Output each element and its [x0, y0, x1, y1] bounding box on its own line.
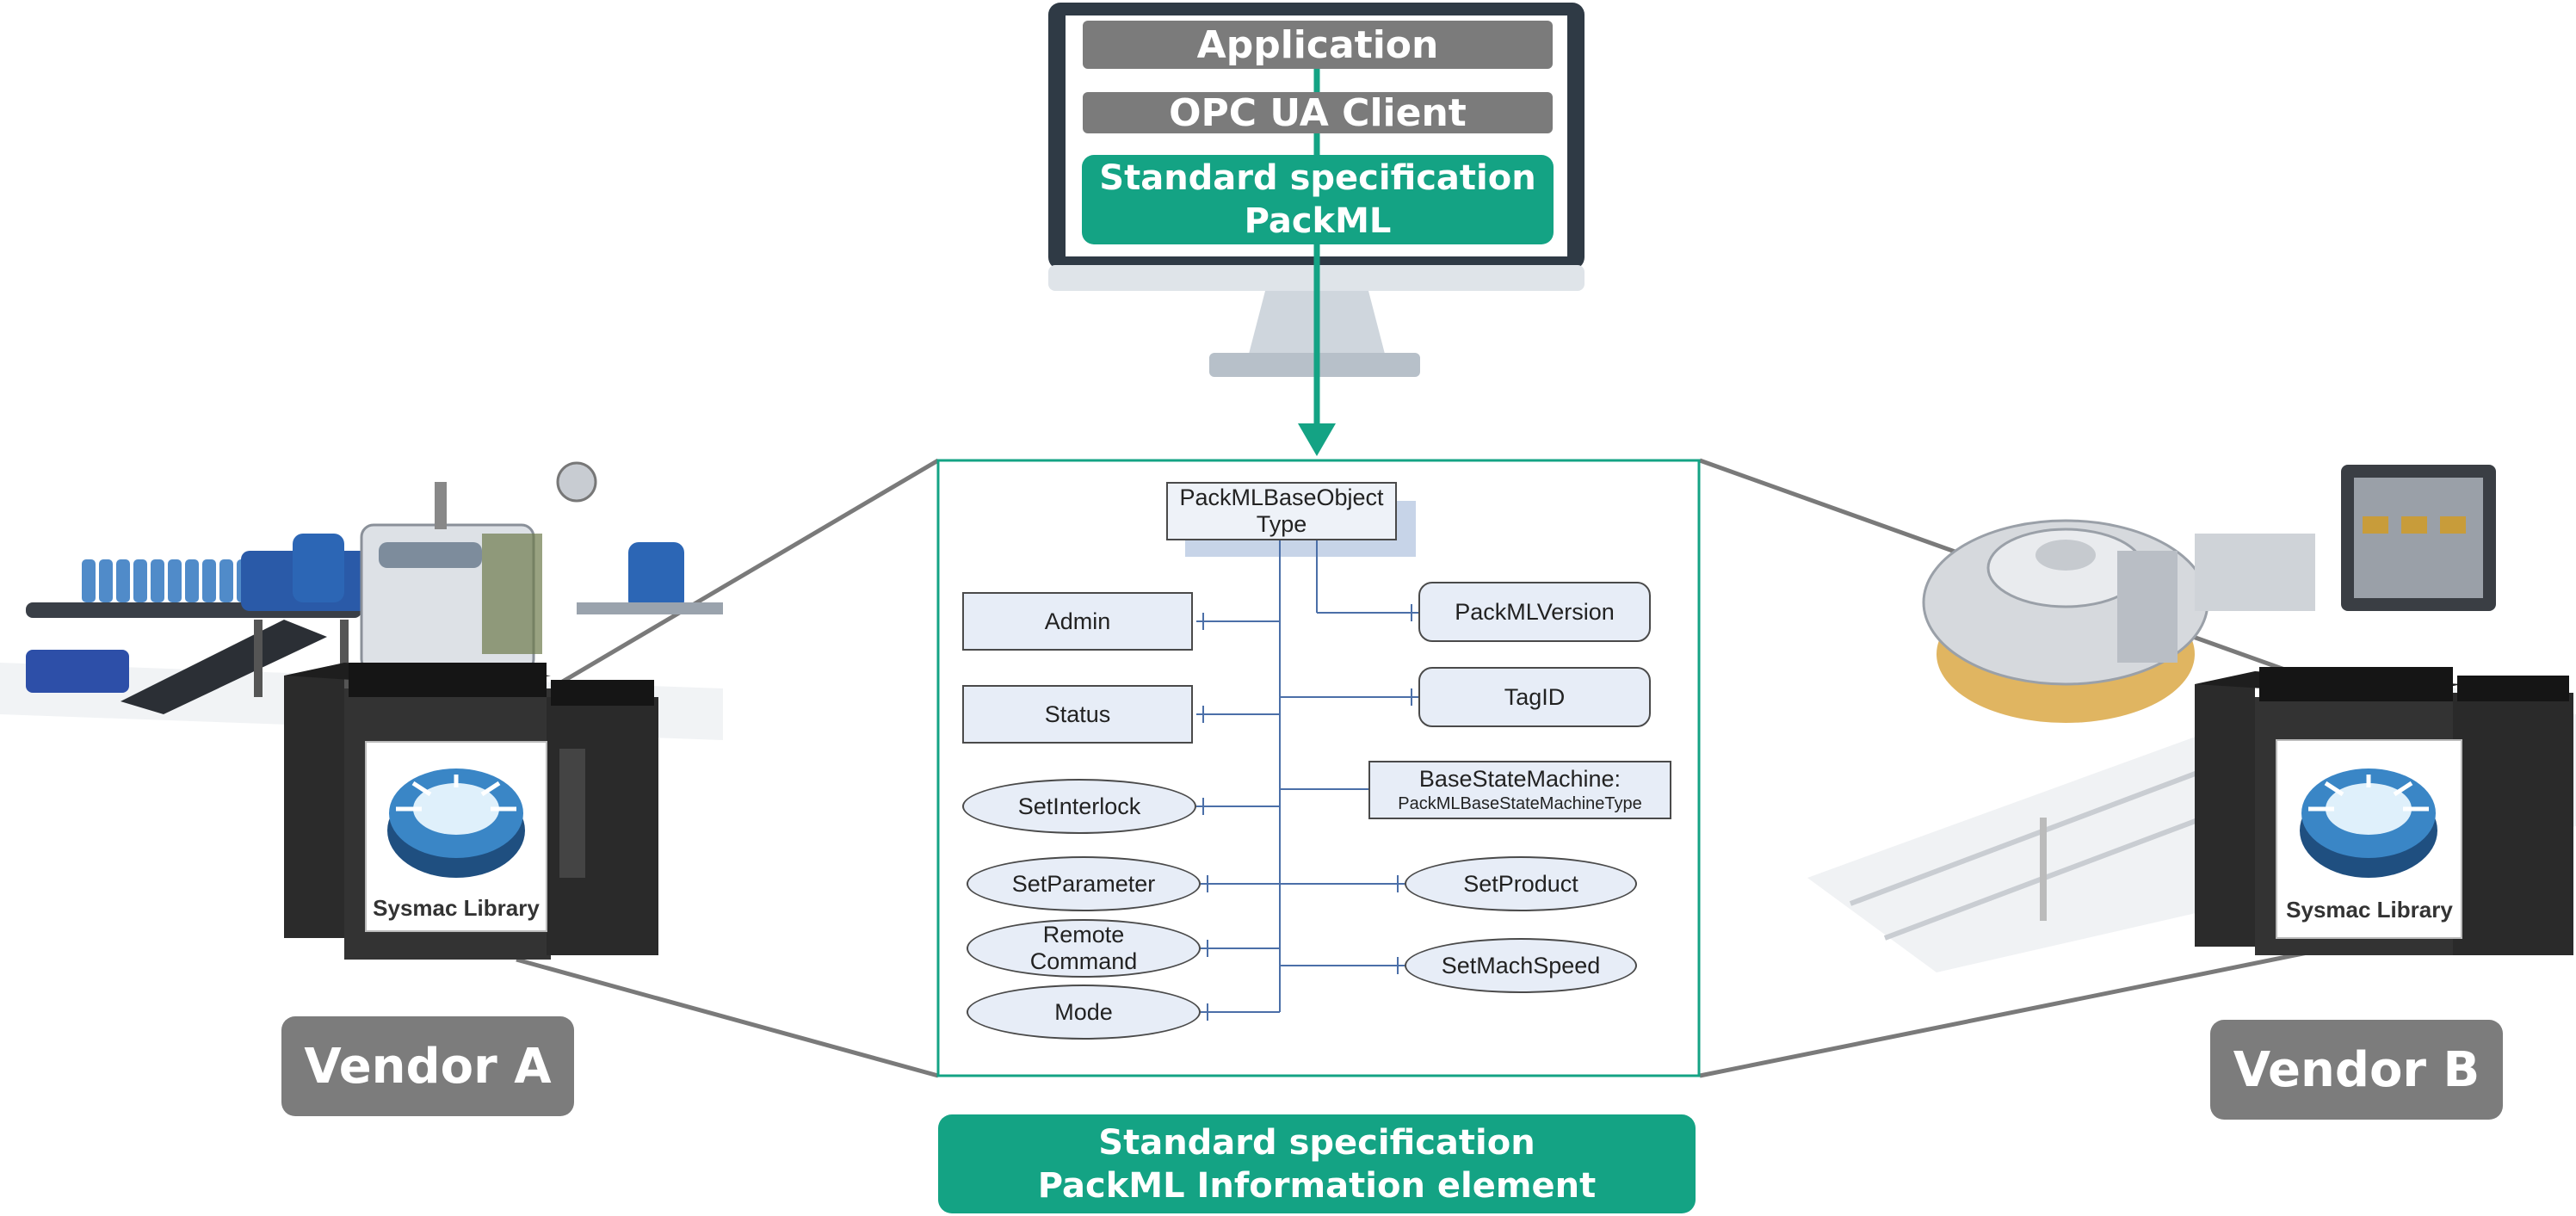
node-tagid: TagID — [1418, 667, 1651, 727]
node-setproduct: SetProduct — [1405, 856, 1637, 911]
application-layer: Application — [1083, 21, 1553, 69]
sysmac-library-label-b: Sysmac Library — [2286, 897, 2453, 923]
information-element-banner: Standard specification PackML Informatio… — [938, 1114, 1696, 1213]
node-mode-label: Mode — [1054, 998, 1113, 1025]
node-status: Status — [962, 685, 1193, 744]
node-basestatemachine-line-1: BaseStateMachine: — [1418, 765, 1622, 792]
vendor-a-label: Vendor A — [281, 1016, 574, 1116]
node-setproduct-label: SetProduct — [1463, 870, 1578, 897]
banner-line-1: Standard specification — [1098, 1122, 1535, 1163]
arrow-down-icon — [1298, 423, 1336, 456]
node-basestatemachine-line-2: PackMLBaseStateMachineType — [1398, 793, 1642, 813]
standard-spec-line-2: PackML — [1244, 201, 1392, 241]
node-setparameter: SetParameter — [967, 856, 1201, 911]
vendor-b-controller — [2195, 667, 2573, 955]
node-remote-command: Remote Command — [967, 919, 1201, 978]
node-status-label: Status — [1044, 701, 1111, 727]
vendor-b-label: Vendor B — [2210, 1020, 2503, 1120]
node-packmlversion: PackMLVersion — [1418, 582, 1651, 642]
opc-ua-client-label: OPC UA Client — [1169, 90, 1467, 135]
application-label: Application — [1196, 22, 1439, 67]
root-node: PackMLBaseObject Type — [1166, 482, 1397, 540]
node-mode: Mode — [967, 985, 1201, 1040]
node-remote-command-label: Remote Command — [1029, 922, 1138, 974]
root-node-line-1: PackMLBaseObject — [1179, 485, 1384, 510]
node-setinterlock-label: SetInterlock — [1017, 793, 1141, 819]
root-node-line-2: Type — [1256, 511, 1307, 537]
node-basestatemachine: BaseStateMachine: PackMLBaseStateMachine… — [1368, 761, 1671, 819]
banner-line-2: PackML Information element — [1037, 1165, 1597, 1206]
node-setinterlock: SetInterlock — [962, 779, 1196, 834]
gear-icon — [387, 768, 525, 878]
node-setmachspeed-label: SetMachSpeed — [1441, 952, 1601, 978]
node-admin-label: Admin — [1044, 608, 1111, 634]
tree-connectors — [1196, 539, 1418, 1021]
node-setparameter-label: SetParameter — [1011, 870, 1156, 897]
node-packmlversion-label: PackMLVersion — [1455, 598, 1615, 625]
node-setmachspeed: SetMachSpeed — [1405, 938, 1637, 993]
gear-icon — [2300, 768, 2437, 878]
sysmac-library-label-a: Sysmac Library — [373, 895, 540, 921]
node-tagid-label: TagID — [1504, 683, 1566, 710]
standard-spec-layer: Standard specification PackML — [1082, 155, 1554, 244]
opc-ua-client-layer: OPC UA Client — [1083, 90, 1553, 135]
standard-spec-line-1: Standard specification — [1099, 158, 1536, 198]
node-admin: Admin — [962, 592, 1193, 651]
